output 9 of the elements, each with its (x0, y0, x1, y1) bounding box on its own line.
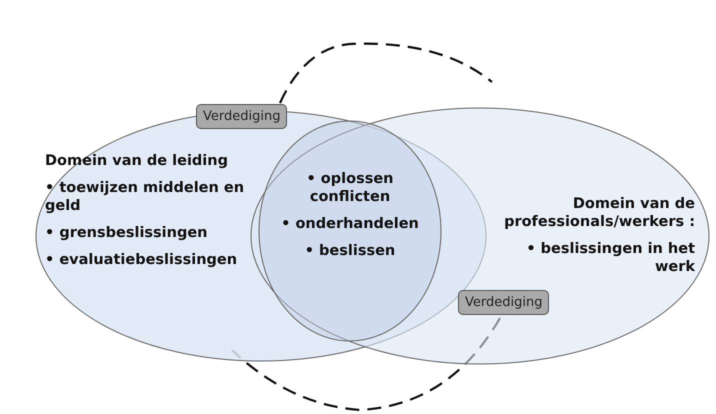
bullet-item: • toewijzen middelen en geld (45, 179, 246, 215)
bullet-item: • onderhandelen (280, 215, 420, 233)
bullet-item: • evaluatiebeslissingen (45, 251, 238, 269)
bullet-item: • oplossen conflicten (305, 170, 394, 206)
bullet-item: • beslissen (304, 242, 396, 260)
bullet-item: • beslissingen in het werk (525, 240, 695, 276)
bullet-item: • grensbeslissingen (45, 224, 209, 242)
domain-heading: Domein van de professionals/werkers : (503, 195, 695, 231)
tag-label: Verdediging (196, 104, 288, 129)
